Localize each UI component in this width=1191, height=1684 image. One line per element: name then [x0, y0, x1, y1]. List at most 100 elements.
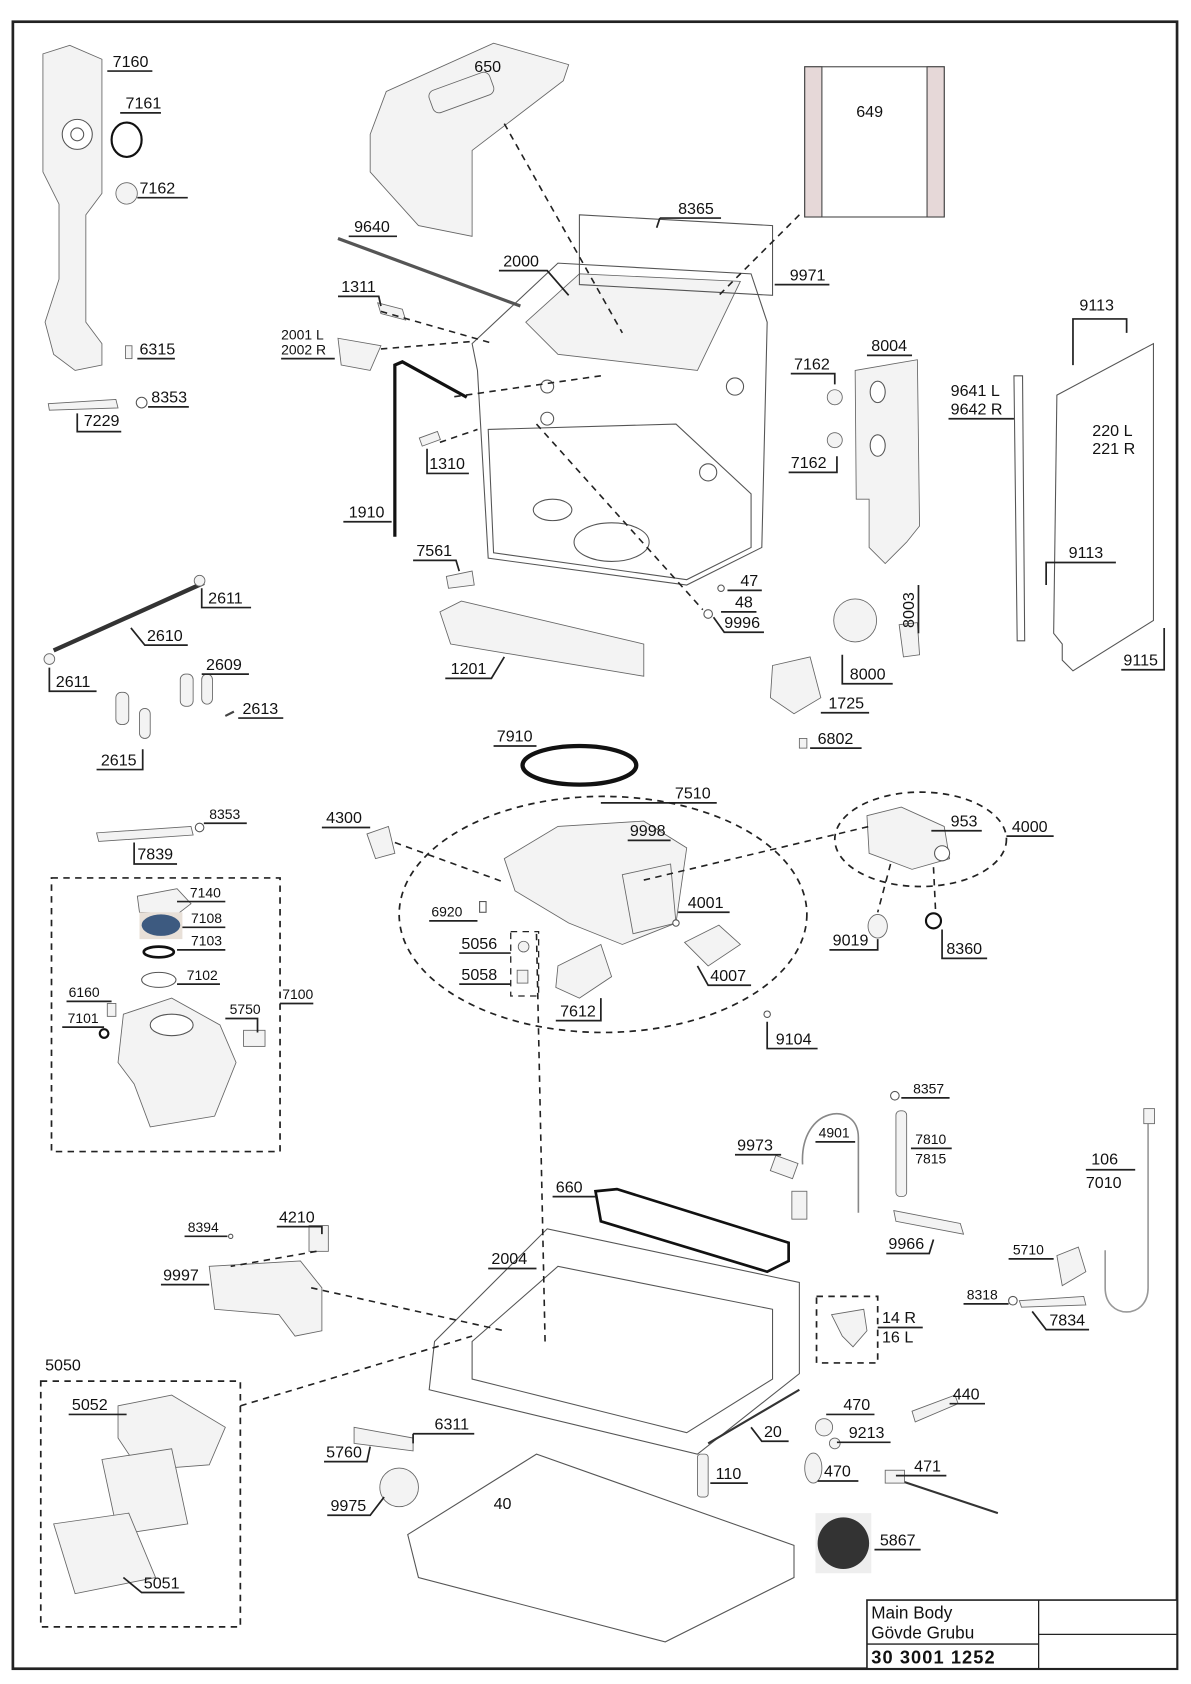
- part-2004-base-frame: [428, 1228, 800, 1455]
- leader-lines: [230, 123, 937, 1407]
- callout-labels: 7160 7161 7162 6315 8353 7229 650 649 83…: [45, 53, 1166, 1594]
- callout-6315: 6315: [139, 340, 175, 358]
- part-7108-seal: [141, 914, 181, 936]
- callout-8353: 8353: [151, 389, 187, 407]
- callout-5051: 5051: [144, 1574, 180, 1592]
- callout-2611-bottom: 2611: [56, 673, 91, 691]
- callout-7834: 7834: [1049, 1311, 1085, 1329]
- part-7102-ring: [141, 971, 177, 988]
- part-7161-ring: [110, 121, 143, 158]
- part-4300: [366, 825, 396, 860]
- callout-649: 649: [856, 103, 883, 121]
- part-660-bumper: [593, 1187, 790, 1274]
- callout-2002-r: 2002 R: [281, 341, 326, 357]
- callout-7162-upper: 7162: [794, 355, 830, 373]
- part-2611-end-cap-top: [193, 574, 206, 587]
- part-1201-front-frame: [439, 600, 645, 677]
- part-8353-clamp-b: [194, 822, 205, 833]
- part-9975-filter: [379, 1467, 419, 1508]
- callout-9113-top: 9113: [1079, 296, 1114, 314]
- part-9213: [828, 1437, 841, 1450]
- part-8353-clamp: [135, 396, 148, 409]
- callout-6920: 6920: [431, 904, 462, 920]
- callout-9971: 9971: [790, 266, 826, 284]
- part-7810-drain-hose: [895, 1110, 908, 1198]
- part-4210: [308, 1225, 329, 1252]
- part-2609-roller: [179, 673, 194, 707]
- group-4000-pump-outline: [833, 791, 1008, 888]
- callout-20: 20: [764, 1423, 782, 1441]
- part-7162-seal: [115, 182, 138, 205]
- callout-8353-b: 8353: [209, 806, 240, 822]
- callout-2004: 2004: [491, 1250, 527, 1268]
- callout-1311: 1311: [341, 278, 376, 296]
- part-2613-pin: [224, 710, 235, 717]
- callout-9641-l: 9641 L: [951, 382, 1000, 400]
- part-5867-disc: [817, 1517, 870, 1569]
- callout-2609: 2609: [206, 656, 242, 674]
- part-1725: [769, 656, 822, 715]
- callout-2001-l: 2001 L: [281, 326, 324, 342]
- part-2001-bracket: [337, 337, 382, 371]
- part-9997-cover: [208, 1260, 323, 1337]
- part-7839-hose: [96, 825, 194, 842]
- sheet-border: [11, 20, 1179, 1671]
- part-2611-end-cap-bottom: [43, 653, 56, 665]
- callout-9640: 9640: [354, 218, 390, 236]
- callout-4000: 4000: [1012, 818, 1048, 836]
- callout-7162: 7162: [139, 179, 175, 197]
- part-5050-board: [101, 1448, 189, 1536]
- callout-7102: 7102: [187, 967, 218, 983]
- part-2610-rail: [52, 580, 205, 653]
- callout-2613: 2613: [242, 700, 278, 718]
- callout-16-l: 16 L: [882, 1329, 913, 1347]
- callout-4007: 4007: [710, 967, 746, 985]
- part-1310: [418, 430, 441, 447]
- callout-7612: 7612: [560, 1002, 596, 1020]
- callout-220-l: 220 L: [1092, 422, 1132, 440]
- part-471-cable: [900, 1479, 999, 1515]
- callout-4001: 4001: [688, 894, 724, 912]
- part-5760: [353, 1426, 414, 1452]
- part-5052-housing: [117, 1394, 226, 1471]
- callout-9973: 9973: [737, 1136, 773, 1154]
- callout-9104: 9104: [776, 1030, 812, 1048]
- part-7834-hose: [1018, 1295, 1087, 1308]
- callout-6311: 6311: [435, 1415, 470, 1433]
- callout-7140: 7140: [190, 884, 221, 900]
- callout-6160: 6160: [69, 984, 100, 1000]
- callout-9113-mid: 9113: [1069, 544, 1104, 562]
- group-5056-box: [510, 930, 540, 997]
- hose-connector: [1143, 1108, 1155, 1125]
- callout-5052: 5052: [72, 1396, 108, 1414]
- callout-440: 440: [953, 1385, 980, 1403]
- part-1910-gasket: [393, 360, 468, 537]
- part-8394: [228, 1233, 234, 1239]
- part-7612: [555, 943, 613, 999]
- part-650-top-insulation: [369, 42, 570, 237]
- callout-1725: 1725: [828, 694, 864, 712]
- callout-9966: 9966: [888, 1235, 924, 1253]
- callout-2611-top: 2611: [208, 589, 243, 607]
- callout-1910: 1910: [349, 503, 385, 521]
- callout-1201: 1201: [451, 660, 487, 678]
- callout-5050: 5050: [45, 1356, 81, 1374]
- callout-650: 650: [474, 58, 501, 76]
- part-7160-water-duct: [42, 44, 103, 371]
- callout-9975: 9975: [330, 1497, 366, 1515]
- part-470-wheel-b: [804, 1452, 823, 1484]
- callout-470-upper: 470: [843, 1396, 870, 1414]
- part-9973: [769, 1154, 799, 1180]
- callout-110: 110: [716, 1465, 742, 1483]
- part-7229-hose: [47, 398, 119, 411]
- callout-5750: 5750: [230, 1001, 261, 1017]
- part-6315: [125, 345, 133, 360]
- callout-953: 953: [951, 812, 978, 830]
- title-block: Main Body Gövde Grubu 30 3001 1252: [866, 1599, 1178, 1670]
- callout-8003: 8003: [900, 592, 918, 628]
- part-7162-seal-lower: [826, 432, 843, 449]
- callout-7162-lower: 7162: [791, 454, 827, 472]
- callout-7160: 7160: [113, 53, 149, 71]
- part-220-side-panel: [1053, 342, 1154, 672]
- callout-6802: 6802: [818, 730, 854, 748]
